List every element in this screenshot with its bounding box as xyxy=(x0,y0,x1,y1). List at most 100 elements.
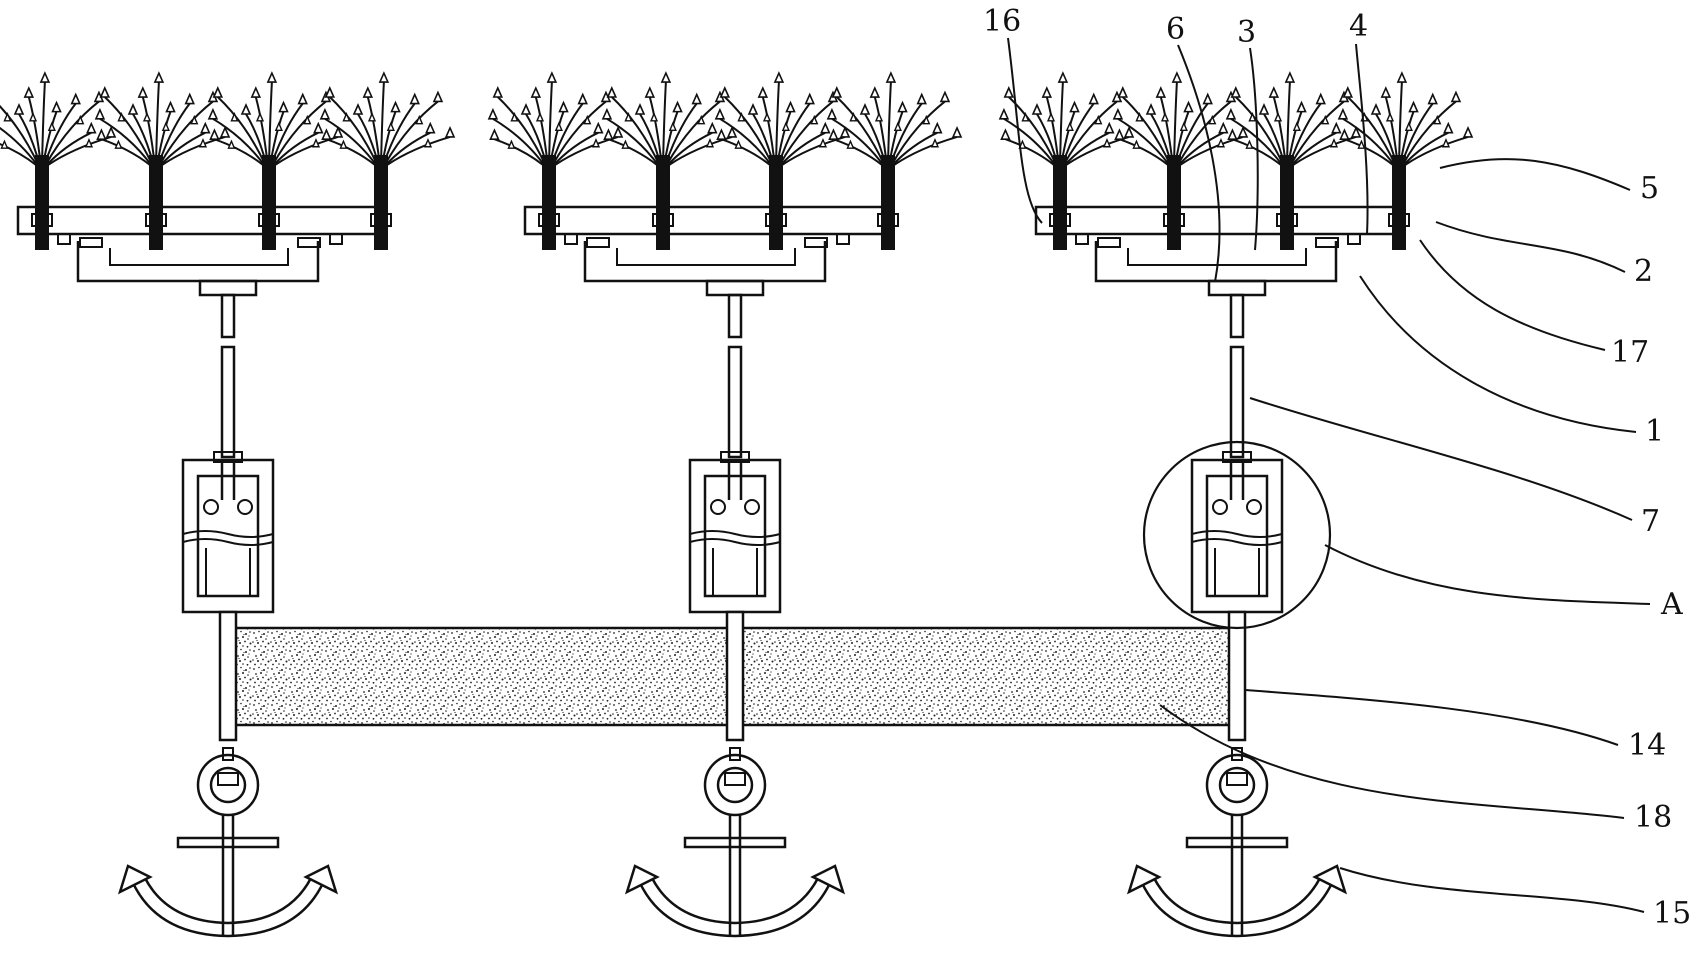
plant-stem xyxy=(1175,102,1209,166)
plant-bud xyxy=(601,107,613,120)
plant-bud xyxy=(274,121,283,132)
plant-bud xyxy=(644,86,656,98)
plant-stem xyxy=(1344,138,1394,166)
plant-stem xyxy=(1347,96,1397,166)
plant-bud xyxy=(1292,121,1301,132)
plant-bud xyxy=(757,86,769,98)
plant-stem xyxy=(245,113,268,166)
plant-stem-bundle xyxy=(1280,155,1294,250)
plant-bud xyxy=(1380,86,1392,98)
plant-stem xyxy=(777,102,811,166)
plant-bud xyxy=(1321,114,1330,125)
plant-bud xyxy=(1273,112,1283,122)
clip-left xyxy=(586,237,610,248)
plant-stem xyxy=(1159,96,1174,166)
plant-bud xyxy=(1245,139,1254,149)
leader-17 xyxy=(1419,239,1606,351)
plant-bud xyxy=(826,107,838,120)
plant-bud xyxy=(621,139,630,149)
plant-bud xyxy=(444,125,456,138)
plant-stem-bundle xyxy=(35,155,49,250)
plant-bud xyxy=(28,112,38,122)
clip-left xyxy=(1097,237,1121,248)
plant-bud xyxy=(781,121,790,132)
plant-stem xyxy=(43,102,77,166)
plant-stem xyxy=(366,96,381,166)
plant-stem xyxy=(1117,117,1171,166)
plant-bud xyxy=(1450,90,1462,103)
lower-rod xyxy=(218,610,238,742)
plant-bud xyxy=(773,71,785,83)
plant-cluster xyxy=(207,71,344,250)
plant-stem xyxy=(1176,100,1232,166)
anchor-ring-inner xyxy=(1218,766,1256,804)
plant-bud xyxy=(1202,92,1213,105)
plant-stem xyxy=(0,126,39,166)
plant-bud xyxy=(1441,137,1451,148)
label-17: 17 xyxy=(1611,335,1649,370)
plant-stem xyxy=(1064,131,1110,166)
plant-bud xyxy=(1117,86,1129,98)
plant-bud xyxy=(1462,125,1474,138)
plant-stem xyxy=(158,100,214,166)
plant-bud xyxy=(507,139,516,149)
plant-stem xyxy=(104,96,154,166)
housing-cap xyxy=(720,451,750,463)
plant-bud xyxy=(1385,112,1395,122)
anchor-fluke-left xyxy=(1126,864,1162,895)
plant-bud xyxy=(311,137,321,148)
plant-stem xyxy=(548,81,553,166)
plant-stem xyxy=(217,96,267,166)
plant-stem xyxy=(833,138,883,166)
label-7: 7 xyxy=(1641,504,1660,539)
rod xyxy=(220,345,236,459)
plant-stem xyxy=(1232,138,1282,166)
plant-stem-bundle xyxy=(1167,155,1181,250)
anchor-arm-outer xyxy=(131,882,325,938)
rod xyxy=(1229,345,1245,459)
leader-4 xyxy=(1355,43,1369,235)
plant-stem xyxy=(893,135,958,166)
plant-bud xyxy=(0,139,9,149)
plant-stem xyxy=(864,113,887,166)
plant-bud xyxy=(1000,128,1011,140)
plant-bud xyxy=(319,107,331,120)
plant-bud xyxy=(831,86,843,98)
plant-bud xyxy=(227,139,236,149)
plant-bud xyxy=(219,125,231,138)
plant-stem xyxy=(873,96,888,166)
plant-stem xyxy=(0,104,40,166)
mount-block xyxy=(1347,233,1361,245)
plant-bud xyxy=(737,112,746,122)
anchor-arm-inner xyxy=(1152,877,1322,925)
plant-bud xyxy=(1065,121,1074,132)
plant-bud xyxy=(716,128,727,140)
plant-bud xyxy=(1114,128,1125,140)
plant-stem xyxy=(1342,117,1396,166)
clip-right xyxy=(1315,237,1339,248)
plant-stem xyxy=(551,100,607,166)
plant-stem xyxy=(667,131,713,166)
label-3: 3 xyxy=(1237,15,1256,50)
plant-stem xyxy=(386,135,451,166)
anchor-ring-inner xyxy=(716,766,754,804)
plant-bud xyxy=(39,71,51,83)
label-5: 5 xyxy=(1640,171,1659,206)
label-16: 16 xyxy=(983,4,1021,39)
clip-left xyxy=(79,237,103,248)
plant-bud xyxy=(1404,121,1413,132)
plant-bud xyxy=(339,139,348,149)
plant-stem-bundle xyxy=(1053,155,1067,250)
plant-bud xyxy=(190,114,199,125)
clip-right xyxy=(804,237,828,248)
float-plate xyxy=(1034,205,1400,236)
plant-stem xyxy=(380,81,385,166)
plant-bud xyxy=(1258,103,1270,115)
plant-bud xyxy=(23,86,35,98)
plant-bud xyxy=(1160,112,1170,122)
plant-stem xyxy=(831,117,885,166)
plant-bud xyxy=(591,137,601,148)
plant-bud xyxy=(1331,121,1342,134)
plant-bud xyxy=(668,121,677,132)
